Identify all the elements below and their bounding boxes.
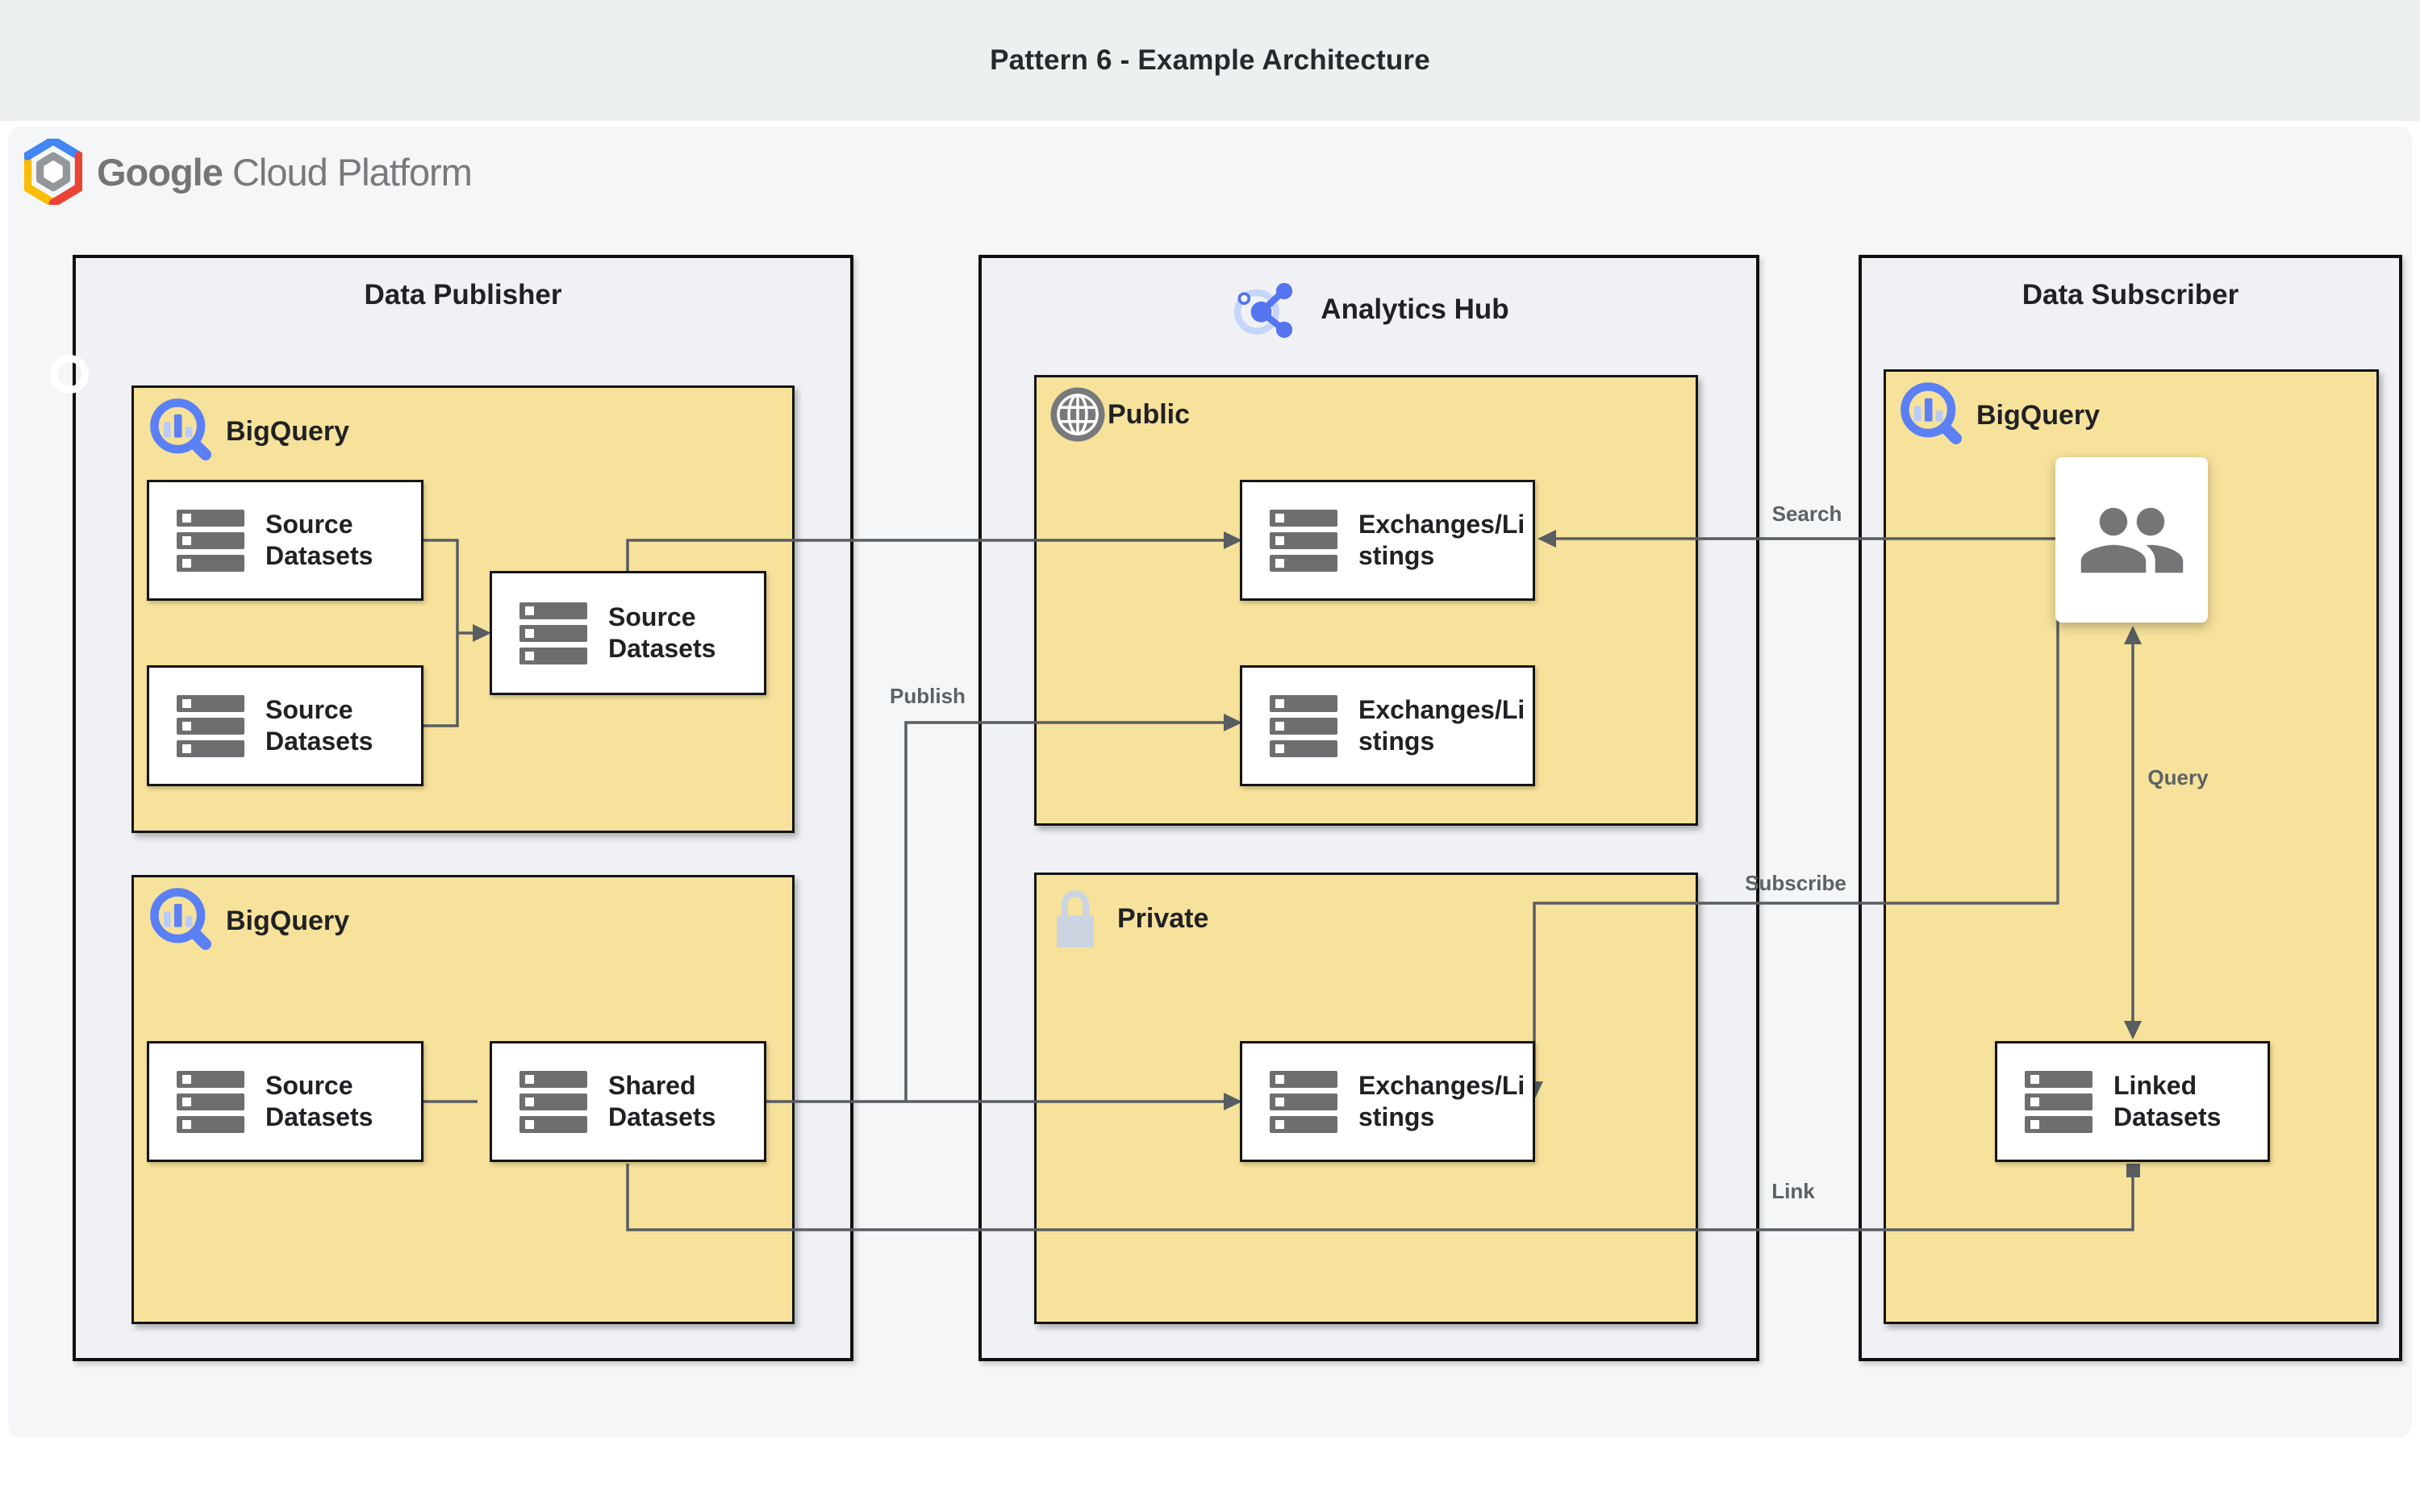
node-source-datasets-3: Source Datasets <box>147 1041 424 1162</box>
gcp-logo-text: Google Cloud Platform <box>97 150 473 194</box>
bigquery-label: BigQuery <box>1976 399 2101 431</box>
page-title: Pattern 6 - Example Architecture <box>990 44 1430 76</box>
node-label: Exchanges/Listings <box>1358 510 1525 570</box>
private-label: Private <box>1117 902 1209 934</box>
node-label: Source Datasets <box>265 695 373 756</box>
datasets-icon <box>177 509 244 572</box>
header-band: Pattern 6 - Example Architecture <box>0 0 2420 121</box>
node-label: Linked Datasets <box>2113 1071 2222 1131</box>
data-publisher-title: Data Publisher <box>364 279 562 310</box>
edge-sources-to-merged <box>424 539 478 727</box>
node-source-datasets-2: Source Datasets <box>147 665 424 786</box>
decorative-ring <box>50 355 89 394</box>
datasets-icon <box>2025 1070 2092 1133</box>
node-exchanges-listings-private: Exchanges/Listings <box>1240 1041 1535 1162</box>
datasets-icon <box>177 694 244 757</box>
node-label: Source Datasets <box>265 510 373 570</box>
analytics-hub-title: Analytics Hub <box>1321 294 1509 325</box>
edge-link <box>626 1164 2134 1231</box>
edge-label-link: Link <box>1771 1179 1815 1203</box>
edge-publish <box>904 721 1228 1102</box>
datasets-icon <box>519 1070 587 1133</box>
node-exchanges-listings-public-2: Exchanges/Listings <box>1240 665 1535 786</box>
node-shared-datasets: Shared Datasets <box>490 1041 766 1162</box>
data-subscriber-title: Data Subscriber <box>2022 279 2239 310</box>
public-label: Public <box>1108 398 1191 430</box>
gcp-hexagon-icon <box>24 139 82 205</box>
datasets-icon <box>1270 1070 1337 1133</box>
edge-publish-public-top <box>626 539 1228 571</box>
edge-label-query: Query <box>2147 765 2209 789</box>
subscriber-users-card <box>2055 457 2208 623</box>
edge-label-publish: Publish <box>890 684 966 708</box>
datasets-icon <box>519 602 587 664</box>
bigquery-icon <box>150 888 211 950</box>
edge-subscribe <box>1533 601 2059 1084</box>
node-source-datasets-1: Source Datasets <box>147 480 424 601</box>
bigquery-icon <box>150 398 211 460</box>
datasets-icon <box>1270 694 1337 757</box>
gcp-product: Cloud Platform <box>232 150 473 194</box>
analytics-hub-icon <box>1234 282 1293 338</box>
gcp-brand: Google <box>97 150 223 194</box>
edge-label-subscribe: Subscribe <box>1745 871 1846 895</box>
gcp-logo: Google Cloud Platform <box>24 139 473 205</box>
bigquery-label: BigQuery <box>226 415 350 447</box>
users-icon <box>2080 507 2183 573</box>
globe-icon <box>1050 387 1105 442</box>
edge-label-search: Search <box>1771 502 1842 526</box>
node-label: Exchanges/Listings <box>1358 1071 1525 1131</box>
datasets-icon <box>1270 509 1337 572</box>
node-label: Source Datasets <box>265 1071 373 1131</box>
node-label: Exchanges/Listings <box>1358 695 1525 756</box>
lock-icon <box>1057 890 1094 948</box>
node-exchanges-listings-public-1: Exchanges/Listings <box>1240 480 1535 601</box>
node-linked-datasets: Linked Datasets <box>1995 1041 2270 1162</box>
datasets-icon <box>177 1070 244 1133</box>
bigquery-label: BigQuery <box>226 905 350 936</box>
bigquery-icon <box>1901 382 1962 444</box>
node-label: Shared Datasets <box>608 1071 716 1131</box>
node-label: Source Datasets <box>608 602 716 663</box>
node-source-datasets-merged: Source Datasets <box>490 571 766 695</box>
